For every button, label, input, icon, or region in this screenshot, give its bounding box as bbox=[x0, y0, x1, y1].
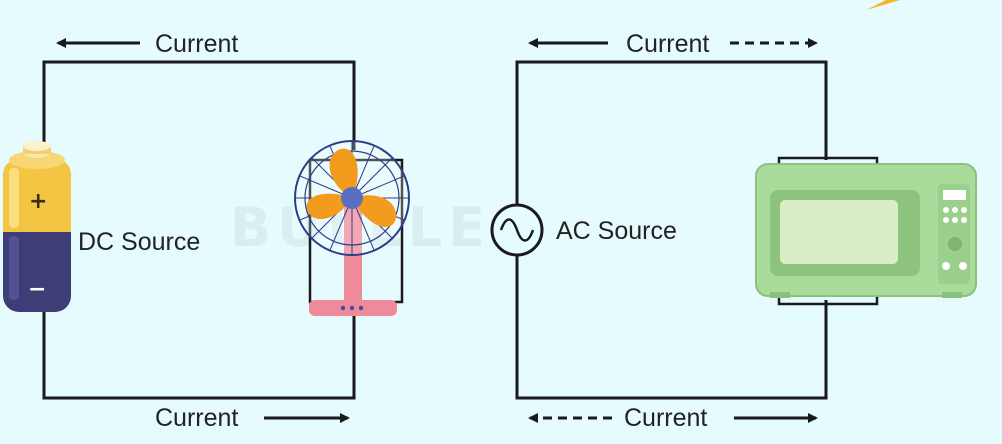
corner-decoration bbox=[866, 0, 900, 10]
dc-source-label: DC Source bbox=[78, 228, 200, 256]
ac-top-current-label: Current bbox=[626, 30, 709, 58]
ac-source-icon bbox=[490, 203, 544, 257]
ac-top-wire bbox=[515, 60, 828, 205]
ac-bottom-current-label: Current bbox=[624, 404, 707, 432]
dc-top-current-label: Current bbox=[155, 30, 238, 58]
dc-bottom-current-label: Current bbox=[155, 404, 238, 432]
battery-plus-sign: + bbox=[29, 189, 47, 214]
ac-bottom-wire bbox=[515, 255, 828, 400]
ac-circuit: Current Current AC Source bbox=[490, 30, 977, 432]
dc-circuit: Current Current + − DC Source bbox=[3, 30, 410, 432]
fan-icon bbox=[294, 140, 410, 316]
dc-top-wire bbox=[42, 60, 356, 150]
ac-source-label: AC Source bbox=[556, 217, 677, 245]
battery-minus-sign: − bbox=[28, 277, 46, 302]
dc-bottom-wire bbox=[42, 300, 356, 400]
microwave-icon bbox=[755, 156, 977, 306]
battery-icon: + − bbox=[3, 141, 71, 312]
